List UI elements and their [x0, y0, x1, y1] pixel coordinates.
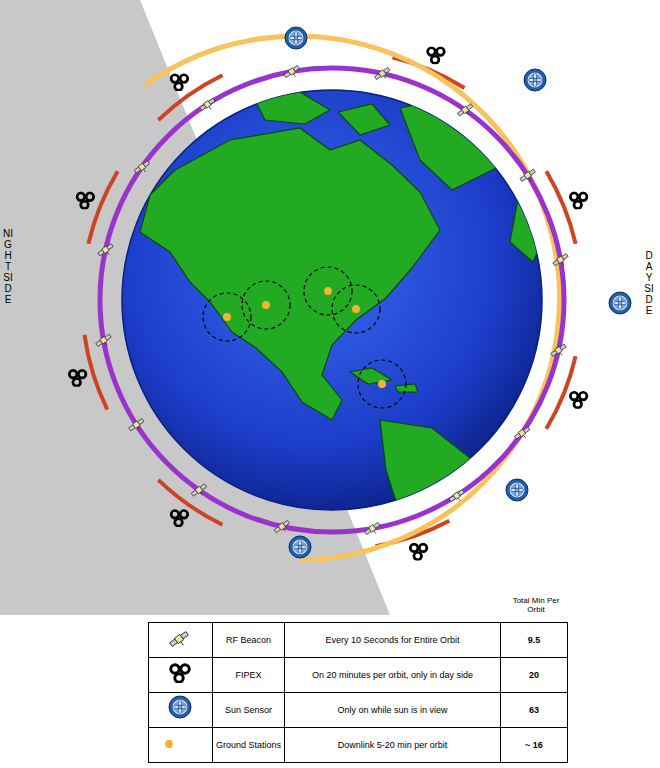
station-range [304, 267, 352, 315]
earth [122, 90, 542, 510]
table-cell: Every 10 Seconds for Entire Orbit [284, 622, 501, 658]
fipex-icon [171, 665, 189, 682]
fipex-arc [88, 171, 117, 244]
satellite-icon [364, 522, 382, 539]
ground-station [378, 380, 386, 388]
ground-station [324, 287, 332, 295]
fipex-icon [171, 75, 188, 91]
satellite-icon [284, 65, 302, 82]
side-label: NIGHTSIDE [3, 228, 13, 305]
sun-sensor-icon [609, 292, 631, 314]
station-range [332, 285, 380, 333]
table-cell-text: Every 10 Seconds for Entire Orbit [325, 635, 459, 645]
table-cell: 63 [500, 692, 568, 728]
table-cell: Sun Sensor [212, 692, 285, 728]
satellite-icon [514, 426, 532, 443]
ground-station [223, 313, 231, 321]
sun-sensor-icon [169, 696, 191, 718]
continents [140, 92, 548, 520]
legend-swatch [165, 740, 173, 748]
table-cell [148, 727, 213, 763]
fipex-icons [69, 48, 587, 560]
column-header: Total Min Per Orbit [505, 597, 567, 615]
satellite-icon [550, 343, 568, 360]
ground-stations [203, 267, 406, 408]
fipex-icon [428, 48, 445, 64]
table-cell: On 20 minutes per orbit, only in day sid… [284, 657, 501, 693]
ground-station [352, 305, 360, 313]
satellite-icon [95, 333, 113, 350]
table-cell: FIPEX [212, 657, 285, 693]
table-cell-text: On 20 minutes per orbit, only in day sid… [312, 670, 473, 680]
table-cell: 9.5 [500, 622, 568, 658]
table-cell: 20 [500, 657, 568, 693]
satellite-icon [134, 160, 152, 177]
satellite-icon [552, 253, 570, 270]
minutes-value: 20 [529, 670, 539, 680]
fipex-icon [570, 392, 587, 408]
station-range [358, 360, 406, 408]
rf-beacon-icon [169, 631, 192, 651]
legend-text: FIPEX [235, 670, 261, 680]
table-cell-text: Only on while sun is in view [337, 705, 447, 715]
fipex-icon [171, 511, 188, 527]
fipex-icon [570, 193, 587, 209]
fipex-icon [69, 370, 86, 386]
satellite-icon [199, 97, 217, 114]
table-cell [148, 692, 213, 728]
satellite-icon [519, 168, 537, 185]
legend-text: RF Beacon [226, 635, 271, 645]
table-cell-text: Downlink 5-20 min per orbit [338, 740, 448, 750]
table-cell [148, 622, 213, 658]
table-cell: Only on while sun is in view [284, 692, 501, 728]
rf-beacons [95, 65, 570, 539]
fipex-icon [77, 193, 94, 209]
orbit-ring [100, 68, 564, 532]
side-label: DAYSIDE [644, 250, 654, 316]
table-cell [148, 657, 213, 693]
legend-text: Sun Sensor [225, 705, 272, 715]
sun-sensor-icon [285, 27, 307, 49]
table-cell: Ground Stations [212, 727, 285, 763]
sun-sensors [285, 27, 631, 558]
table-cell: ~ 16 [500, 727, 568, 763]
minutes-value: ~ 16 [525, 740, 543, 750]
satellite-icon [457, 103, 475, 120]
station-range [242, 281, 290, 329]
sun-sensor-icon [524, 69, 546, 91]
ground-station [262, 301, 270, 309]
satellite-icon [448, 489, 466, 506]
minutes-value: 63 [529, 705, 539, 715]
satellite-icon [274, 520, 292, 537]
satellite-icon [191, 483, 209, 500]
table-cell: RF Beacon [212, 622, 285, 658]
legend-text: Ground Stations [216, 740, 281, 750]
station-range [203, 293, 251, 341]
minutes-value: 9.5 [528, 635, 541, 645]
satellite-icon [128, 418, 146, 435]
table-cell: Downlink 5-20 min per orbit [284, 727, 501, 763]
fipex-icon [410, 544, 427, 560]
satellite-icon [374, 67, 392, 84]
sun-sensor-icon [506, 479, 528, 501]
sun-sensor-icon [289, 536, 311, 558]
satellite-icon [97, 243, 115, 260]
